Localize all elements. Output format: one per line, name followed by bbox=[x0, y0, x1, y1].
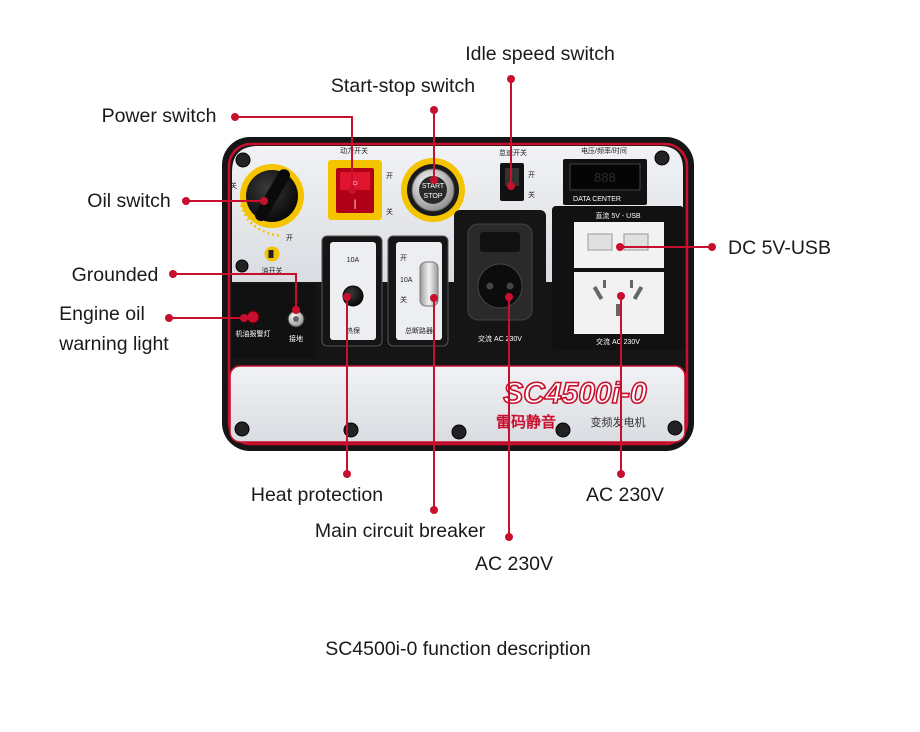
fuel-switch-label: 油开关 bbox=[262, 266, 283, 275]
data-center-text: DATA CENTER bbox=[573, 196, 621, 203]
oil-off-label: 关 bbox=[230, 181, 237, 190]
fuel-pump-icon bbox=[264, 246, 280, 262]
digital-meter: 888 DATA CENTER bbox=[563, 159, 647, 205]
multi-socket-panel bbox=[574, 272, 664, 334]
callout-lines bbox=[169, 79, 712, 537]
breaker-cn-label: 总断路器 bbox=[405, 326, 433, 335]
screw-icon bbox=[555, 422, 571, 438]
label-dc-usb: DC 5V-USB bbox=[728, 237, 831, 259]
power-switch-label: 动力开关 bbox=[340, 146, 368, 155]
label-power-switch: Power switch bbox=[102, 105, 217, 127]
screw-icon bbox=[235, 259, 249, 273]
panel-red-outline bbox=[227, 142, 689, 446]
idle-on-label: 开 bbox=[528, 171, 535, 179]
socket-left-label: 交流 AC 230V bbox=[478, 334, 522, 343]
oil-on-label: 开 bbox=[286, 234, 293, 242]
svg-text:888: 888 bbox=[594, 170, 616, 185]
screw-icon bbox=[451, 424, 467, 440]
product-type-chinese: 变频发电机 bbox=[591, 415, 646, 429]
usb-label: 直流 5V - USB bbox=[595, 211, 640, 220]
breaker-on-label: 开 bbox=[400, 254, 407, 262]
label-start-stop-switch: Start-stop switch bbox=[331, 75, 475, 97]
label-ac-230v-right: AC 230V bbox=[586, 484, 664, 506]
screw-icon bbox=[654, 150, 670, 166]
label-oil-switch: Oil switch bbox=[87, 190, 170, 212]
label-main-circuit-breaker: Main circuit breaker bbox=[315, 520, 486, 542]
label-engine-oil-line2: warning light bbox=[58, 333, 169, 355]
socket-right-label: 交流 AC 230V bbox=[596, 337, 640, 346]
label-idle-speed-switch: Idle speed switch bbox=[465, 43, 615, 65]
label-heat-protection: Heat protection bbox=[251, 484, 383, 506]
screw-icon bbox=[234, 421, 250, 437]
oil-warning-light-icon bbox=[246, 310, 260, 324]
power-on-glyph-icon: | bbox=[354, 199, 357, 210]
main-breaker-module: 开 10A 关 总断路器 bbox=[387, 235, 449, 347]
right-socket-area: 直流 5V - USB 交流 AC 230V bbox=[552, 206, 684, 350]
heat-cn-label: 热保 bbox=[346, 326, 360, 335]
ac-socket-right[interactable] bbox=[592, 280, 644, 316]
breaker-off-label: 关 bbox=[400, 295, 407, 304]
breaker-rating: 10A bbox=[400, 277, 413, 284]
figure-caption: SC4500i-0 function description bbox=[325, 638, 591, 660]
stop-text: STOP bbox=[424, 193, 443, 200]
ac-socket-left[interactable]: 交流 AC 230V bbox=[454, 210, 546, 348]
idle-switch-label: 怠速开关 bbox=[499, 148, 527, 157]
heat-protection-module: 10A 热保 bbox=[321, 235, 383, 347]
heat-rating: 10A bbox=[347, 257, 360, 264]
lower-label-plate bbox=[229, 365, 686, 443]
start-text: START bbox=[422, 183, 445, 190]
screw-icon bbox=[235, 152, 251, 168]
start-stop-switch[interactable]: START STOP bbox=[401, 158, 465, 222]
brand-chinese: 雷码静音 bbox=[496, 413, 556, 431]
power-off-label: 关 bbox=[386, 207, 393, 216]
model-name: SC4500i-0 bbox=[503, 377, 647, 410]
screw-icon bbox=[667, 420, 683, 436]
oil-switch-knob[interactable] bbox=[238, 164, 304, 238]
ground-label: 接地 bbox=[289, 334, 303, 343]
oil-warning-light-label: 机油报警灯 bbox=[236, 329, 271, 338]
meter-label: 电压/频率/时间 bbox=[581, 146, 627, 155]
callout-dots bbox=[165, 75, 716, 541]
power-on-label: 开 bbox=[386, 172, 393, 180]
label-grounded: Grounded bbox=[72, 264, 159, 286]
power-off-glyph-icon: ○ bbox=[352, 178, 358, 189]
idle-off-label: 关 bbox=[528, 190, 535, 199]
usb-port[interactable] bbox=[587, 233, 613, 251]
label-engine-oil-line1: Engine oil bbox=[59, 303, 145, 325]
label-ac-230v-left: AC 230V bbox=[475, 553, 553, 575]
screws bbox=[234, 150, 683, 440]
